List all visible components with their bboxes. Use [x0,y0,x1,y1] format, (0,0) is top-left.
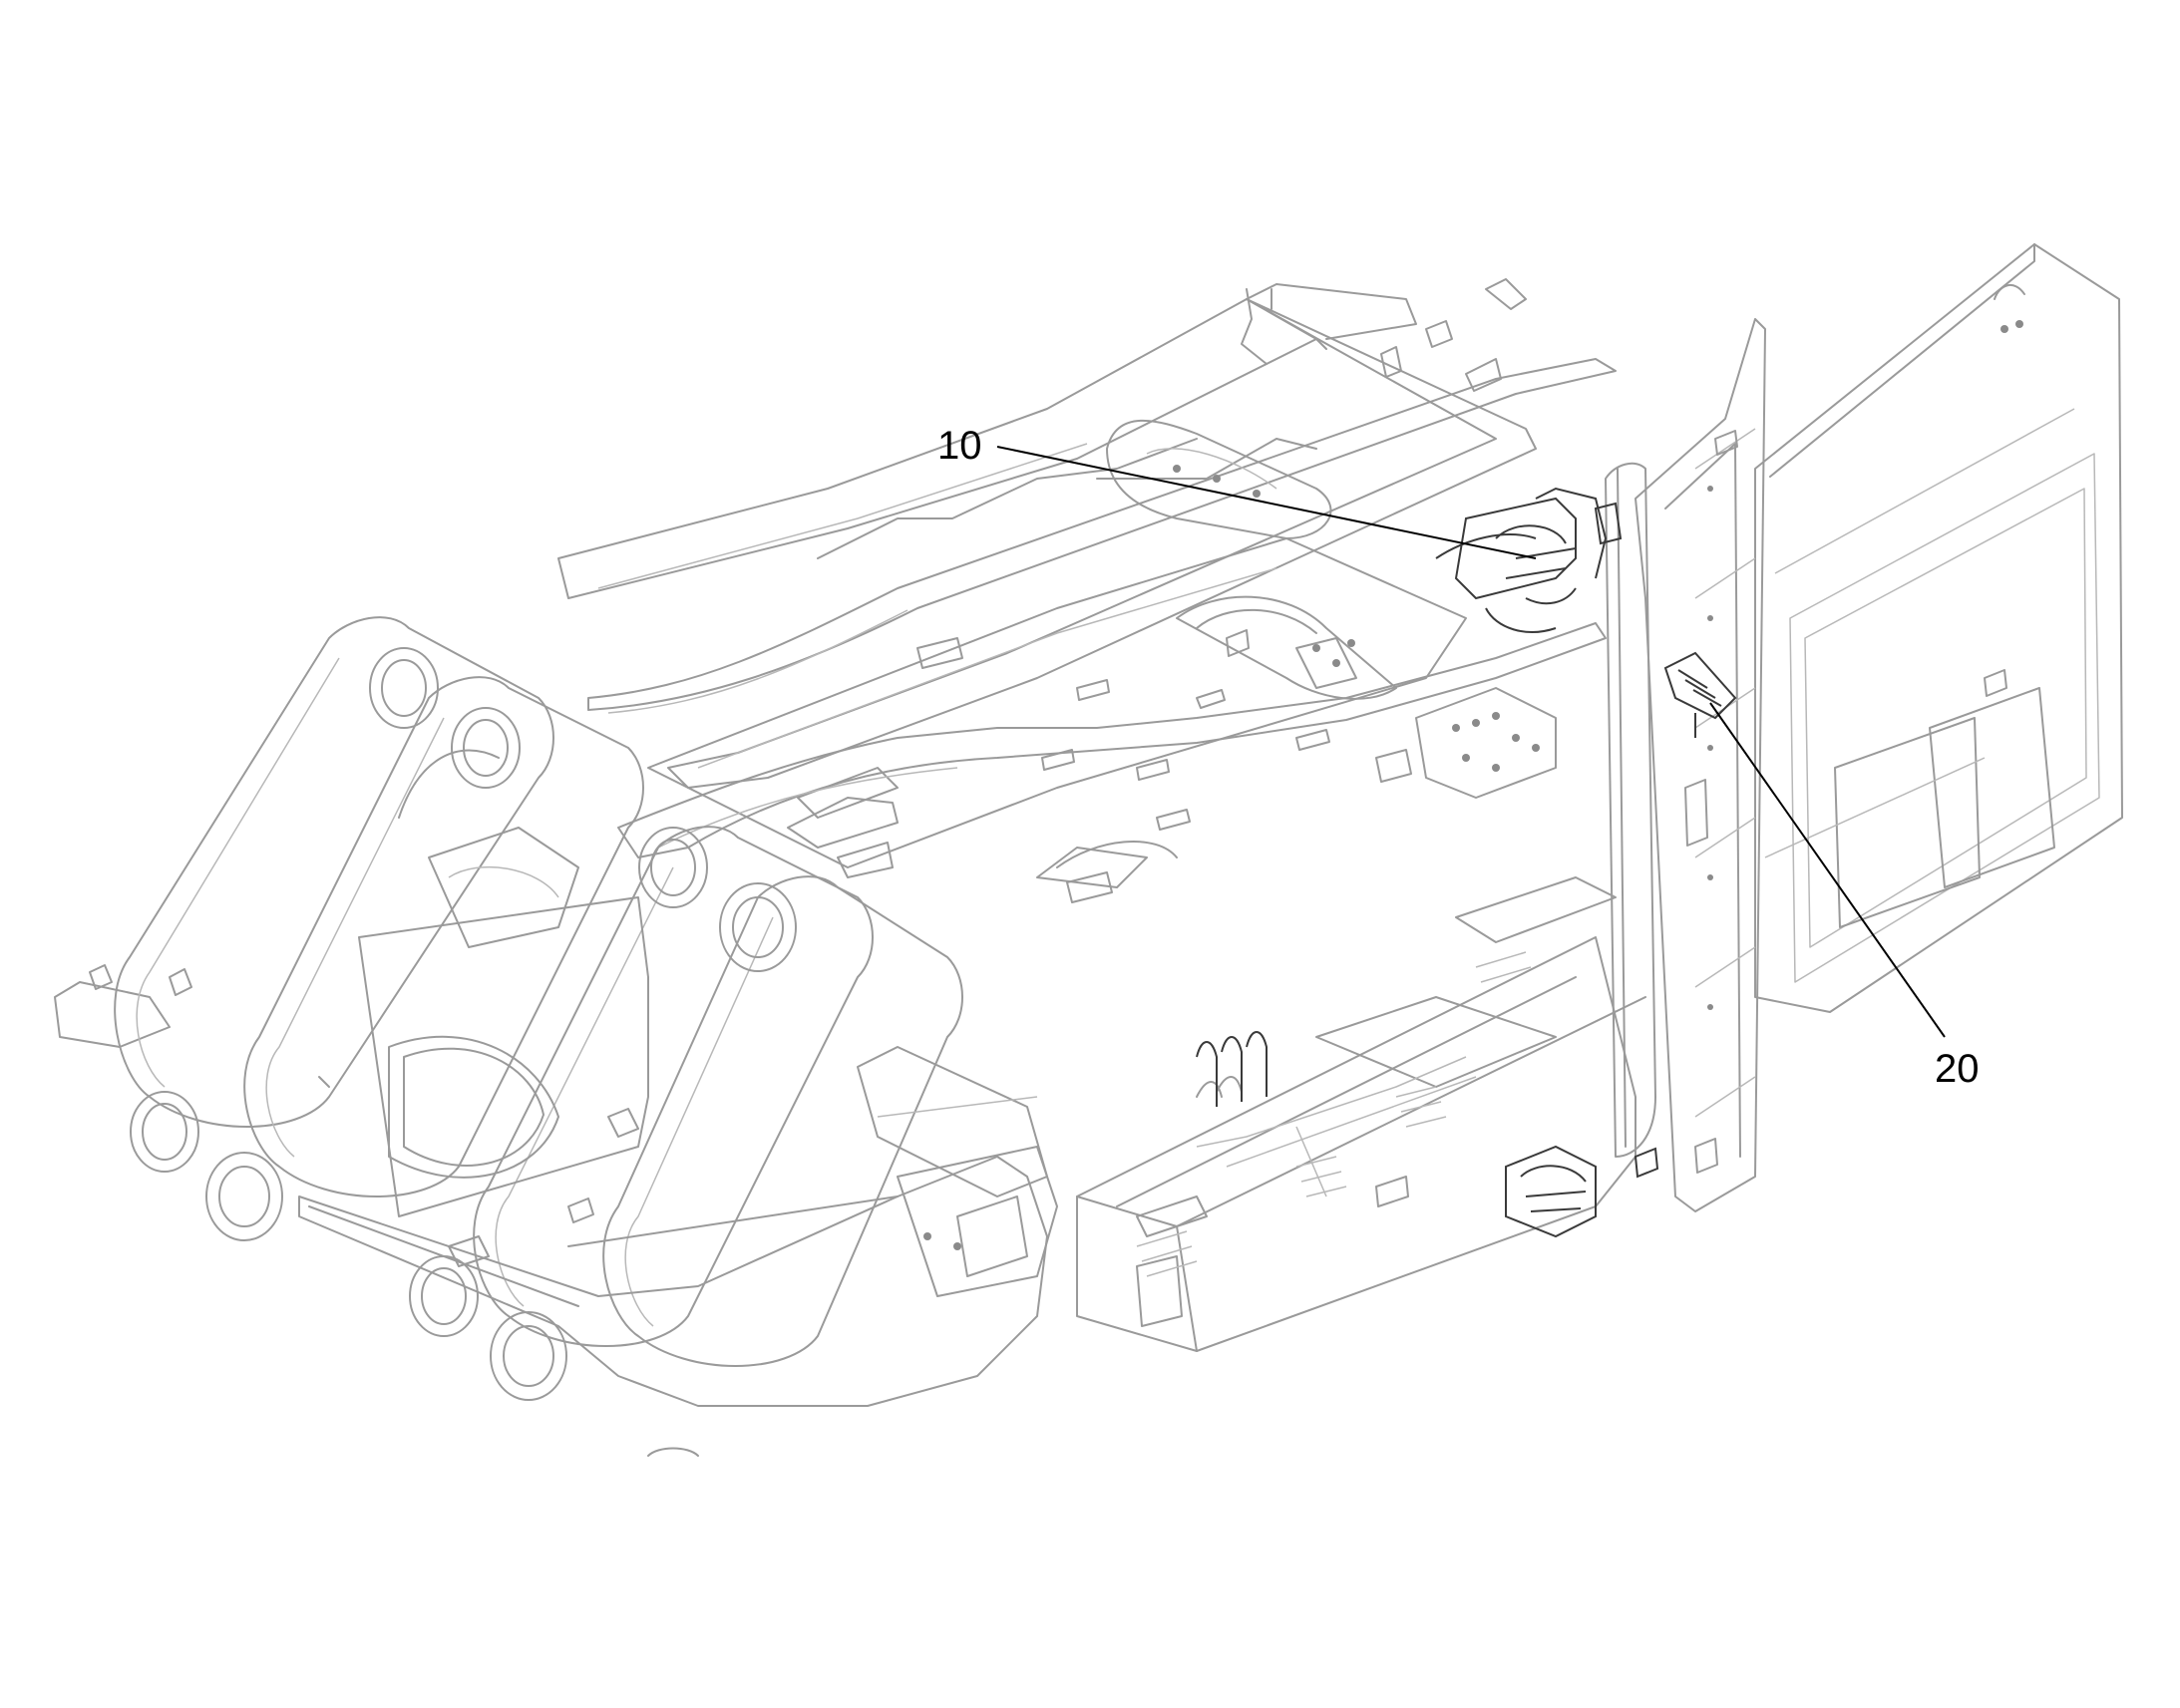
upper-side-rail [587,358,1617,714]
rear-enclosure [1754,243,2123,1013]
callout-20-label: 20 [1935,1047,1980,1091]
right-mount-plate [1415,687,1557,799]
valve-bank [1196,1031,1268,1107]
harness-component-10 [1435,487,1623,633]
front-crossmember [1106,288,1502,539]
control-box-component-20 [1663,651,1737,738]
central-plate [647,537,1467,888]
callout-20-leader [1709,702,1946,1038]
lower-platform [1076,876,1646,1352]
main-beam-left [557,278,1537,789]
callout-10-leader [996,446,1537,559]
lower-side-rail [617,622,1607,903]
pin-bores [130,647,797,1401]
rear-extension [857,1046,1058,1297]
pump-component [1505,1145,1659,1238]
ladder-tower [1605,318,1766,1212]
front-frame [54,616,1048,1457]
callout-10-label: 10 [937,424,982,468]
